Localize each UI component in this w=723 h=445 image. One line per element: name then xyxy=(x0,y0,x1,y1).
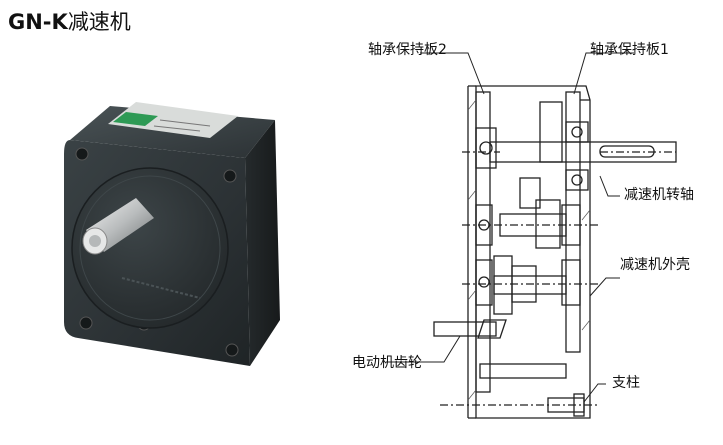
output-boss xyxy=(71,167,229,329)
leader-motor-gear xyxy=(386,335,461,363)
motor-gear xyxy=(433,321,497,337)
gearhead-photo xyxy=(64,102,280,366)
leader-housing xyxy=(589,277,620,297)
nameplate xyxy=(108,102,238,138)
output-shaft-icon xyxy=(82,198,154,255)
gearhead-section-diagram xyxy=(386,52,677,419)
label-support-column: 支柱 xyxy=(612,375,640,391)
title-model: GN-K xyxy=(8,10,68,34)
label-housing: 减速机外壳 xyxy=(620,257,690,273)
bearing-plate-2 xyxy=(475,91,491,393)
housing-side-face xyxy=(245,120,280,366)
leader-output-shaft xyxy=(599,175,620,197)
label-bearing-plate-1: 轴承保持板1 xyxy=(590,42,669,58)
bearing-plate-1 xyxy=(565,91,581,353)
label-bearing-plate-2: 轴承保持板2 xyxy=(368,42,447,58)
label-output-shaft: 减速机转轴 xyxy=(624,187,694,203)
leader-bearing-plate-2 xyxy=(420,52,485,95)
leader-support-column xyxy=(583,383,606,403)
nameplate-green-stripe xyxy=(113,112,158,126)
leader-bearing-plate-1 xyxy=(573,52,634,95)
page-title: GN-K减速机 xyxy=(8,6,131,36)
support-column xyxy=(479,363,567,379)
title-suffix: 减速机 xyxy=(67,10,131,34)
label-motor-gear: 电动机齿轮 xyxy=(352,355,422,371)
